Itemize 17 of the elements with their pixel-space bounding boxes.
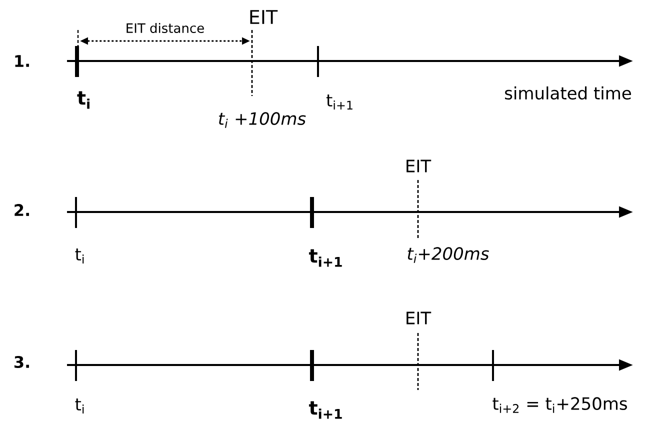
tick-label: t$_{i}$ (77, 91, 90, 109)
row-number: 2. (14, 204, 29, 216)
tick-label: t$_{i}$+200ms (408, 247, 489, 263)
dimension-label: EIT distance (126, 22, 204, 34)
tick-label: t$_{i+1}$ (308, 401, 342, 419)
axis-label: simulated time (505, 86, 631, 100)
row-number: 1. (15, 55, 29, 67)
row-number: 3. (14, 356, 29, 368)
marker-label: EIT (406, 312, 432, 324)
tick-label: t$_{i}$ (75, 398, 84, 414)
tick-label: t$_{i+1}$ (326, 94, 352, 110)
tick-label: t$_{i+1}$ (308, 249, 342, 267)
tick-label: t$_{i}$ +100ms (218, 112, 306, 128)
tick-label: t$_{i+2}$ = t$_{i}$+250ms (492, 397, 627, 413)
marker-label: EIT (406, 160, 432, 172)
tick-label: t$_{i}$ (75, 248, 84, 264)
marker-label: EIT (250, 10, 278, 24)
